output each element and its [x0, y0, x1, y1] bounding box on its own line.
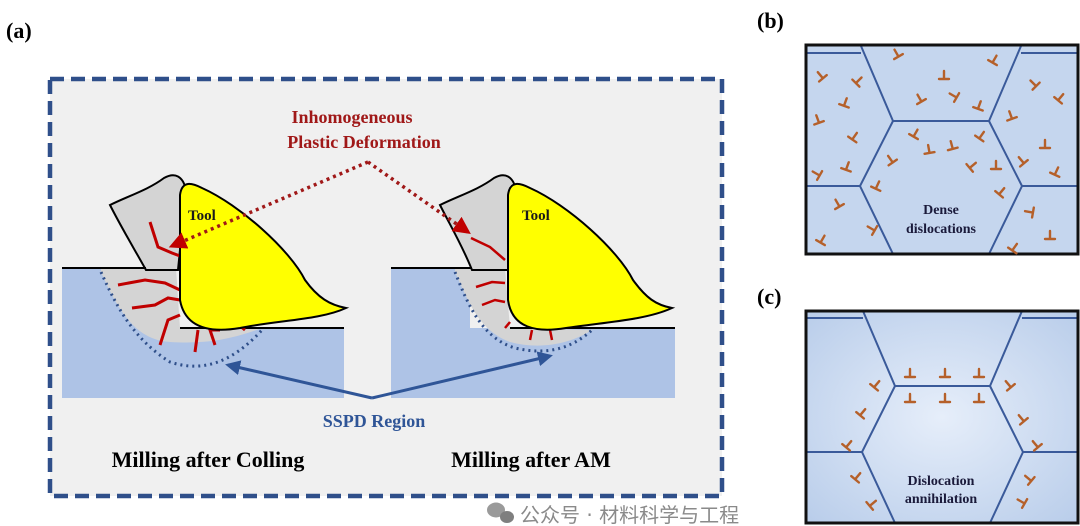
panel-c-label: (c) [757, 284, 781, 309]
dislocation-symbol [1004, 379, 1016, 392]
sspd-arrow-right [371, 351, 553, 400]
chip-left [108, 174, 188, 271]
wechat-icon [487, 502, 514, 523]
dislocation-symbol [813, 114, 825, 126]
dislocation-symbol [1031, 439, 1043, 452]
dislocation-symbol [850, 471, 862, 484]
dislocation-symbol [948, 91, 961, 104]
dislocation-symbol [846, 131, 859, 144]
dislocation-symbol [1016, 497, 1029, 510]
panel-a: (a) Tool [6, 18, 725, 499]
panel-c-text-line1: Dislocation [908, 474, 975, 489]
dislocation-symbol [903, 392, 917, 404]
dislocation-symbol [915, 93, 928, 106]
dislocation-symbol [1006, 110, 1018, 122]
panel-a-label: (a) [6, 18, 32, 43]
dislocation-symbol [841, 439, 853, 452]
panel-b-text-line1: Dense [923, 203, 959, 218]
dislocation-symbol [923, 143, 936, 156]
panel-b-text-line2: dislocations [906, 222, 977, 237]
dislocation-symbol [994, 186, 1006, 199]
grain-boundaries-c [806, 310, 1078, 524]
dislocation-symbol [1038, 138, 1052, 150]
deformation-zone-left [101, 268, 262, 343]
dislocations-c [841, 367, 1043, 511]
tool-left [179, 183, 350, 331]
deformation-cracks-right [470, 236, 554, 341]
scenario-left: Tool [62, 174, 350, 398]
grain-boundaries-b [806, 45, 1078, 255]
dislocation-symbol [946, 139, 959, 152]
dislocation-symbol [938, 392, 952, 404]
dislocation-symbol [1017, 155, 1029, 168]
dislocation-symbol [903, 367, 917, 379]
dislocation-symbol [851, 76, 863, 88]
dislocation-symbol [972, 392, 986, 404]
dislocation-symbol [833, 198, 846, 211]
dislocation-symbol [1053, 92, 1065, 105]
dislocation-symbol [972, 367, 986, 379]
watermark-text: 公众号 · 材料科学与工程 [520, 503, 739, 526]
dislocation-symbol [892, 48, 905, 61]
dislocation-symbol [816, 70, 828, 83]
dislocation-symbol [1043, 229, 1057, 241]
sspd-boundary-right [453, 271, 594, 353]
dislocation-symbol [1017, 413, 1029, 426]
dislocation-symbol [1006, 242, 1019, 255]
dislocation-symbol [972, 100, 984, 112]
panel-b-border [804, 43, 1080, 256]
sspd-region-label: SSPD Region [323, 411, 426, 431]
caption-right: Milling after AM [451, 447, 611, 472]
sspd-boundary-left [99, 271, 264, 368]
sspd-arrow-left [225, 360, 373, 400]
dislocation-symbol [986, 54, 999, 67]
panel-b: (b) Dense dislocations [757, 8, 1080, 256]
dislocation-symbol [865, 499, 878, 511]
panel-c-border [804, 309, 1080, 525]
panel-c-background [806, 311, 1078, 523]
dashed-frame [47, 76, 725, 499]
dislocation-symbol [1049, 166, 1061, 179]
tool-label-right: Tool [522, 208, 550, 224]
dislocation-symbol [840, 161, 852, 173]
tool-label-left: Tool [188, 208, 216, 224]
dislocation-symbol [838, 97, 850, 109]
dislocation-symbol [855, 407, 867, 420]
watermark: 公众号 · 材料科学与工程 [487, 502, 739, 526]
dislocation-symbol [965, 161, 978, 173]
tool-right [507, 183, 676, 331]
dislocation-symbol [989, 159, 1003, 171]
dislocation-symbol [973, 130, 986, 143]
annotation-arrow-left [168, 160, 369, 249]
annotation-line2: Plastic Deformation [287, 132, 440, 152]
dislocation-symbol [869, 379, 881, 392]
dislocation-symbol [814, 234, 827, 247]
dislocation-symbol [870, 180, 882, 193]
dislocation-symbol [866, 224, 879, 237]
panel-b-label: (b) [757, 8, 784, 33]
dislocation-symbol [1023, 206, 1036, 219]
annotation-line1: Inhomogeneous [291, 107, 412, 127]
chip-right [438, 174, 518, 271]
caption-left: Milling after Colling [112, 447, 305, 472]
dislocation-symbol [1023, 474, 1036, 486]
scenario-right: Tool [391, 174, 676, 398]
dislocation-symbol [1029, 79, 1041, 91]
deformation-zone-right [455, 268, 592, 346]
dislocation-symbol [907, 128, 920, 141]
dislocation-symbol [938, 367, 952, 379]
panel-c: (c) Dislocation annihilation [757, 284, 1080, 525]
dislocation-symbol [811, 169, 824, 182]
dislocation-symbol [886, 154, 899, 167]
dislocation-symbol [937, 69, 951, 81]
panel-c-text-line2: annihilation [905, 492, 978, 507]
dislocations-b [811, 48, 1065, 255]
